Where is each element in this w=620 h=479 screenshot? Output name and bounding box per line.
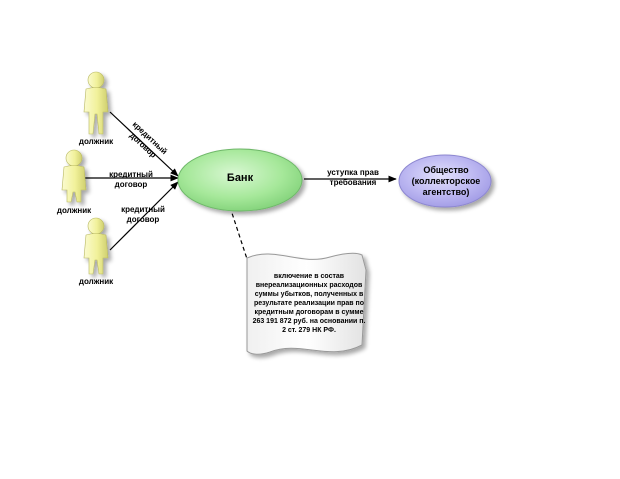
edge-debtor3-bank [109,181,179,251]
person-label: должник [78,137,114,146]
edge-label-debtor3: кредитный договор [121,205,165,224]
edge-label-assignment: уступка прав требования [327,168,379,187]
note-paper[interactable] [246,252,367,355]
person-label: должник [56,206,92,215]
person-label: должник [78,277,114,286]
edge-bank-note [229,206,249,263]
person-icon [83,71,109,135]
society-label: Общество (коллекторское агентство) [411,165,481,197]
society-node[interactable] [398,154,492,208]
bank-label: Банк [226,172,254,184]
edge-debtor1-bank [109,111,179,177]
person-icon [83,217,109,275]
note-text: включение в состав внереализационных рас… [252,273,366,334]
person-icon [61,149,87,203]
bank-node[interactable] [177,148,303,212]
edge-label-debtor2: кредитный договор [109,170,153,189]
